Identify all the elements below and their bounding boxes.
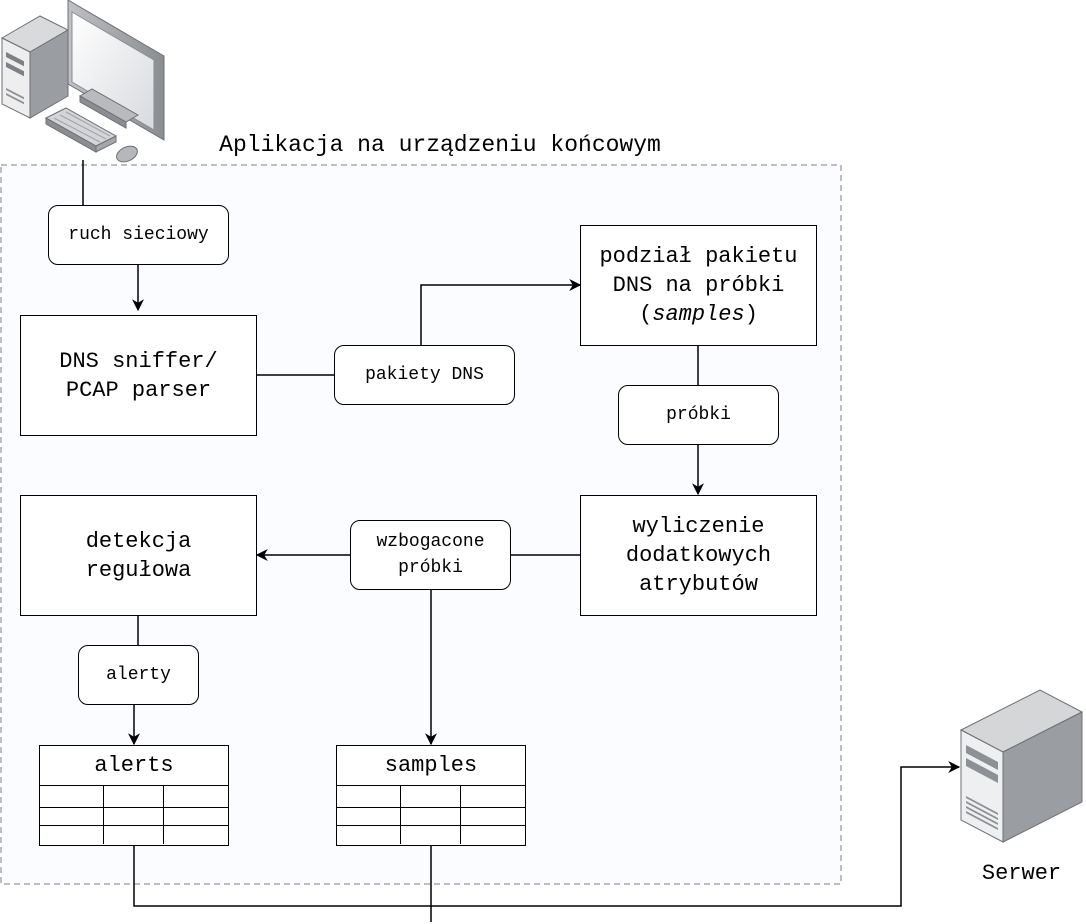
node-detect-line1: detekcja: [85, 528, 192, 554]
table-samples-grid: [337, 786, 525, 844]
edge-label-network-traffic: ruch sieciowy: [48, 205, 229, 265]
table-cell: [40, 786, 104, 808]
table-cell: [104, 826, 164, 844]
edge-label-samples-text: próbki: [666, 405, 731, 425]
desktop-computer-icon: [0, 0, 165, 163]
table-cell: [337, 786, 401, 808]
node-dns-sniffer-line1: DNS sniffer/: [59, 348, 218, 374]
table-samples: samples: [336, 745, 526, 846]
table-cell: [164, 826, 228, 844]
node-rule-detection: detekcja regułowa: [20, 495, 257, 616]
table-cell: [337, 808, 401, 826]
edge-label-alerts-text: alerty: [106, 665, 171, 685]
table-cell: [461, 808, 525, 826]
table-cell: [461, 786, 525, 808]
edge-label-enriched-line1: wzbogacone: [376, 532, 485, 552]
edge-label-enriched-samples: wzbogacone próbki: [350, 520, 511, 590]
node-split-line1: podział pakietu: [599, 244, 798, 269]
table-cell: [401, 786, 461, 808]
edge-label-dns-packets-text: pakiety DNS: [365, 365, 484, 385]
container-title-text: Aplikacja na urządzeniu końcowym: [219, 132, 661, 158]
table-cell: [104, 786, 164, 808]
node-split-paren-close: ): [744, 302, 758, 327]
edge-label-alerts: alerty: [78, 645, 199, 705]
table-cell: [401, 808, 461, 826]
node-detect-line2: regułowa: [85, 557, 192, 583]
edge-label-dns-packets: pakiety DNS: [334, 345, 515, 405]
table-alerts-title: alerts: [40, 746, 228, 786]
container-title: Aplikacja na urządzeniu końcowym: [170, 130, 710, 160]
node-split-packet: podział pakietu DNS na próbki (samples): [580, 225, 817, 346]
node-compute-attributes: wyliczenie dodatkowych atrybutów: [580, 495, 817, 616]
table-cell: [401, 826, 461, 844]
node-split-line3: (samples): [599, 300, 797, 329]
table-cell: [164, 786, 228, 808]
table-cell: [40, 808, 104, 826]
table-samples-title: samples: [337, 746, 525, 786]
node-attrs-line1: wyliczenie: [632, 514, 765, 539]
edge-label-samples: próbki: [618, 385, 779, 445]
node-split-line2: DNS na próbki: [612, 273, 785, 298]
table-cell: [104, 808, 164, 826]
server-label-text: Serwer: [981, 861, 1062, 886]
edge-label-enriched-line2: próbki: [398, 558, 463, 578]
edge-label-network-traffic-text: ruch sieciowy: [68, 225, 209, 245]
table-cell: [337, 826, 401, 844]
table-alerts-grid: [40, 786, 228, 844]
table-cell: [40, 826, 104, 844]
table-cell: [461, 826, 525, 844]
node-split-paren-open: (: [639, 302, 653, 327]
server-tower-icon: [959, 689, 1084, 843]
node-dns-sniffer: DNS sniffer/ PCAP parser: [20, 315, 257, 436]
table-cell: [164, 808, 228, 826]
node-split-samples-italic: samples: [652, 302, 745, 327]
server-label: Serwer: [960, 860, 1083, 888]
node-attrs-line3: atrybutów: [639, 572, 758, 597]
node-dns-sniffer-line2: PCAP parser: [65, 377, 212, 403]
table-alerts: alerts: [39, 745, 229, 846]
edge-dns-packets-to-split: [420, 279, 582, 345]
node-attrs-line2: dodatkowych: [625, 543, 772, 568]
edge-tables-to-server: [133, 761, 961, 907]
